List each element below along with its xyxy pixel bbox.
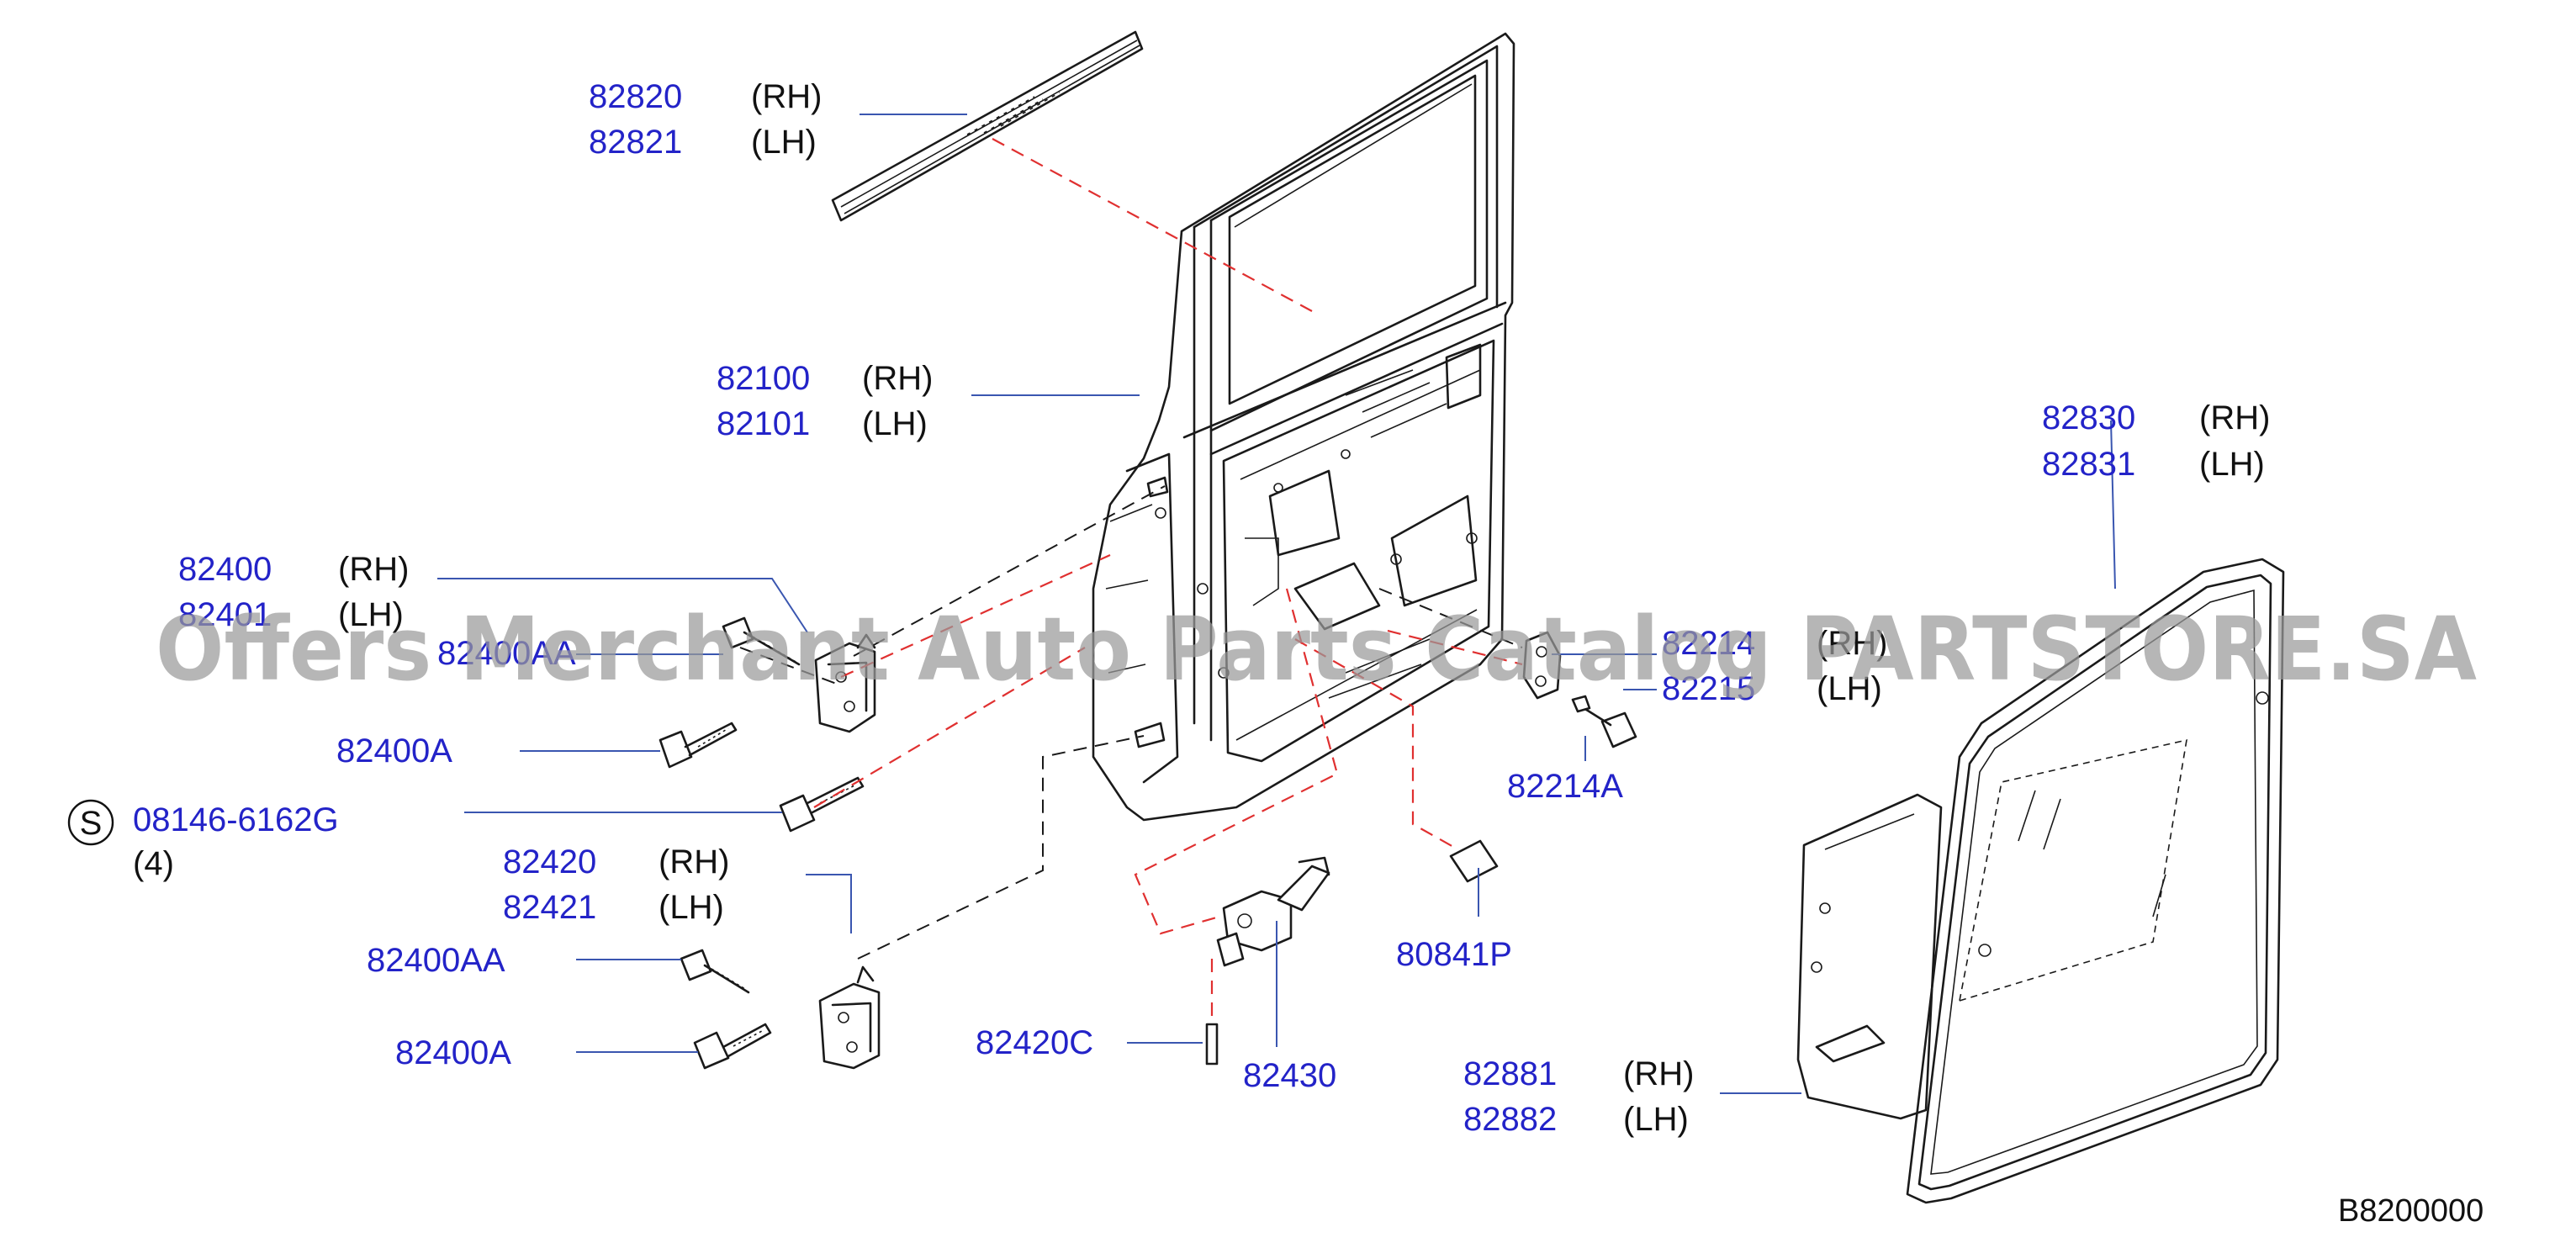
upper-hinge-drawing: [814, 633, 876, 733]
part-number: 82215: [1662, 670, 1755, 707]
part-number: 82420: [503, 843, 596, 880]
callout-82881: 82881 (RH): [1463, 1055, 1694, 1092]
callout-82420c: 82420C: [976, 1024, 1093, 1061]
part-number: 82430: [1243, 1057, 1336, 1094]
side-label: (LH): [2199, 446, 2265, 483]
callout-80841p: 80841P: [1396, 936, 1512, 973]
callout-82101: 82101 (LH): [717, 405, 928, 442]
side-label: (RH): [751, 78, 822, 115]
side-label: (RH): [1623, 1055, 1694, 1092]
part-number: 82400AA: [367, 942, 505, 979]
part-number: 82881: [1463, 1055, 1557, 1092]
part-number: 08146-6162G: [133, 801, 339, 838]
plug-drawing: [1449, 839, 1499, 883]
door-check-link-drawing: [1216, 856, 1330, 967]
part-number: 82882: [1463, 1101, 1557, 1138]
callout-82420: 82420 (RH): [503, 843, 729, 880]
part-number: 82400A: [395, 1034, 511, 1071]
striker-drawing: [1522, 631, 1562, 700]
quantity-label: (4): [133, 845, 174, 882]
callout-82400aa-bottom: 82400AA: [367, 942, 505, 979]
callout-82831: 82831 (LH): [2042, 446, 2265, 483]
s-circle-icon: [67, 799, 114, 846]
side-label: (RH): [2199, 399, 2270, 436]
side-label: (RH): [862, 360, 933, 397]
part-number: 82101: [717, 405, 810, 442]
bolt-82400a-bottom-drawing: [693, 1023, 772, 1070]
callout-82401: 82401 (LH): [178, 596, 404, 633]
callout-82820: 82820 (RH): [589, 78, 822, 115]
callout-82100: 82100 (RH): [717, 360, 933, 397]
part-number: 82400: [178, 551, 272, 588]
leader-lines: [437, 114, 2116, 1094]
assembly-guide-lines: [739, 138, 1523, 1018]
part-number: 82421: [503, 889, 596, 926]
callout-82214: 82214 (RH): [1662, 625, 1887, 662]
callout-82421: 82421 (LH): [503, 889, 724, 926]
callout-82215: 82215 (LH): [1662, 670, 1882, 707]
part-number: 82420C: [976, 1024, 1093, 1061]
bolt-82400aa-top-drawing: [722, 616, 801, 666]
callout-08146-6162g: S 08146-6162G (4): [67, 799, 339, 882]
side-label: (LH): [751, 124, 817, 161]
callout-82882: 82882 (LH): [1463, 1101, 1689, 1138]
s-symbol: S: [80, 805, 103, 842]
side-label: (LH): [862, 405, 928, 442]
part-number: 82214A: [1507, 768, 1623, 805]
bolt-08146-6162g-drawing: [779, 776, 865, 833]
side-label: (RH): [1817, 625, 1887, 662]
part-number: 82401: [178, 596, 272, 633]
part-number: 82820: [589, 78, 682, 115]
callout-82430: 82430: [1243, 1057, 1336, 1094]
part-number: 82830: [2042, 399, 2135, 436]
hinge-pin-drawing: [1205, 1023, 1219, 1066]
callout-82400a-top: 82400A: [336, 732, 452, 769]
part-number: 80841P: [1396, 936, 1512, 973]
side-label: (LH): [659, 889, 724, 926]
glass-run-strip-drawing: [831, 30, 1144, 222]
callout-82400a-bottom: 82400A: [395, 1034, 511, 1071]
callout-82821: 82821 (LH): [589, 124, 817, 161]
side-label: (LH): [1623, 1101, 1689, 1138]
diagram-reference: B8200000: [2338, 1193, 2483, 1229]
lower-hinge-drawing: [818, 965, 881, 1070]
part-number: 82821: [589, 124, 682, 161]
part-number: 82214: [1662, 625, 1755, 662]
bolt-82400aa-bottom-drawing: [680, 949, 750, 994]
side-label: (LH): [338, 596, 404, 633]
part-number: 82400AA: [437, 635, 576, 672]
rear-door-panel-drawing: [1092, 32, 1515, 822]
part-number: 82100: [717, 360, 810, 397]
callout-82400: 82400 (RH): [178, 551, 409, 588]
part-number: 82831: [2042, 446, 2135, 483]
sealing-screen-drawing: [1796, 738, 2187, 1120]
door-weatherstrip-drawing: [1906, 558, 2285, 1204]
callout-82400aa-top: 82400AA: [437, 635, 576, 672]
watermark-text: Offers Merchant Auto Parts Catalog PARTS…: [156, 598, 2477, 701]
side-label: (RH): [659, 843, 729, 880]
callout-82214a: 82214A: [1507, 768, 1623, 805]
bolt-82214a-drawing: [1571, 695, 1637, 748]
part-number: 82400A: [336, 732, 452, 769]
bolt-82400a-top-drawing: [659, 722, 738, 769]
callout-82830: 82830 (RH): [2042, 399, 2270, 436]
side-label: (RH): [338, 551, 409, 588]
side-label: (LH): [1817, 670, 1882, 707]
